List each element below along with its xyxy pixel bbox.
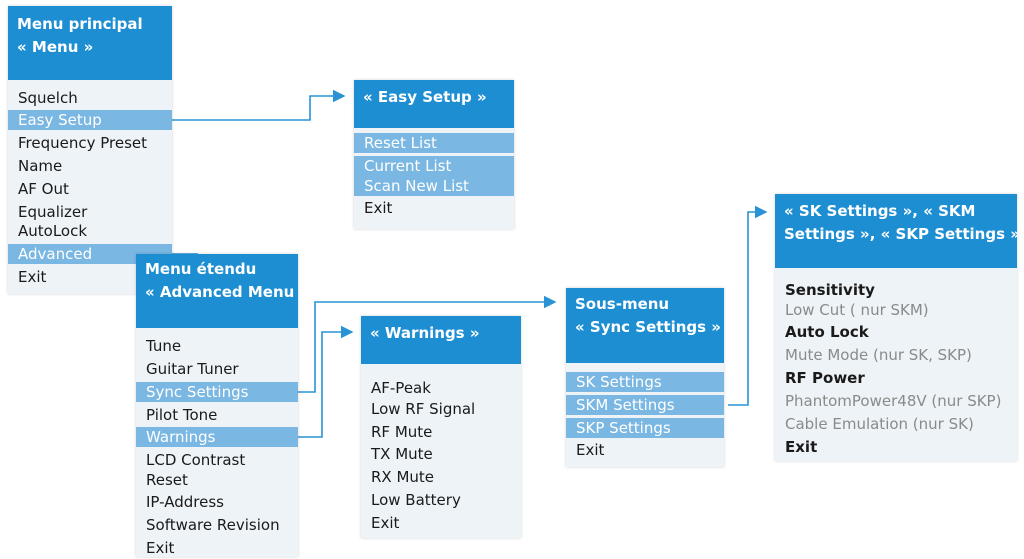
- arrow-easy-setup: [172, 89, 346, 121]
- sk-settings-panel: « SK Settings », « SKM Settings », « SKP…: [775, 194, 1020, 461]
- warnings-item-low-rf-signal[interactable]: Low RF Signal: [371, 400, 476, 418]
- warnings-panel: « Warnings » AF-Peak Low RF Signal RF Mu…: [361, 316, 521, 538]
- easy-setup-item-reset-list[interactable]: Reset List: [354, 133, 514, 153]
- main-menu-item-frequency-preset[interactable]: Frequency Preset: [18, 134, 148, 152]
- main-menu-item-equalizer[interactable]: Equalizer: [18, 203, 88, 221]
- main-menu-item-autolock[interactable]: AutoLock: [18, 222, 88, 240]
- sk-settings-item-auto-lock[interactable]: Auto Lock: [785, 323, 869, 341]
- easy-setup-title: « Easy Setup »: [363, 88, 487, 106]
- sync-settings-subtitle: « Sync Settings »: [575, 318, 722, 336]
- sync-settings-item-skm[interactable]: SKM Settings: [566, 395, 724, 415]
- warnings-header: « Warnings »: [361, 316, 521, 364]
- arrow-warnings: [298, 325, 354, 438]
- warnings-item-exit[interactable]: Exit: [371, 514, 400, 532]
- advanced-menu-item-sync-settings[interactable]: Sync Settings: [136, 382, 298, 402]
- sync-settings-panel: Sous-menu « Sync Settings » SK Settings …: [566, 288, 724, 467]
- sync-settings-item-exit[interactable]: Exit: [576, 441, 605, 459]
- easy-setup-item-scan-new-list[interactable]: Scan New List: [354, 176, 514, 196]
- sk-settings-item-phantom-power[interactable]: PhantomPower48V (nur SKP): [785, 392, 1002, 410]
- sync-settings-item-skp[interactable]: SKP Settings: [566, 418, 724, 438]
- main-menu-item-exit[interactable]: Exit: [18, 268, 47, 286]
- advanced-menu-item-warnings[interactable]: Warnings: [136, 427, 298, 447]
- sk-settings-item-mute-mode[interactable]: Mute Mode (nur SK, SKP): [785, 346, 972, 364]
- advanced-menu-item-tune[interactable]: Tune: [146, 337, 182, 355]
- advanced-menu-item-lcd-contrast[interactable]: LCD Contrast: [146, 451, 246, 469]
- sync-settings-item-sk[interactable]: SK Settings: [566, 372, 724, 392]
- warnings-item-af-peak[interactable]: AF-Peak: [371, 379, 431, 397]
- sk-settings-item-cable-emulation[interactable]: Cable Emulation (nur SK): [785, 415, 974, 433]
- advanced-menu-subtitle: « Advanced Menu »: [145, 283, 310, 301]
- advanced-menu-item-pilot-tone[interactable]: Pilot Tone: [146, 406, 218, 424]
- warnings-item-rx-mute[interactable]: RX Mute: [371, 468, 435, 486]
- main-menu-item-squelch[interactable]: Squelch: [18, 89, 78, 107]
- advanced-menu-panel: Menu étendu « Advanced Menu » Tune Guita…: [136, 254, 310, 557]
- sk-settings-item-sensitivity[interactable]: Sensitivity: [785, 281, 875, 299]
- main-menu-item-easy-setup[interactable]: Easy Setup: [8, 110, 172, 130]
- advanced-menu-item-guitar-tuner[interactable]: Guitar Tuner: [146, 360, 239, 378]
- warnings-title: « Warnings »: [370, 324, 480, 342]
- sk-settings-header: « SK Settings », « SKM Settings », « SKP…: [775, 194, 1020, 268]
- main-menu-header: Menu principal « Menu »: [8, 6, 172, 80]
- warnings-item-rf-mute[interactable]: RF Mute: [371, 423, 433, 441]
- easy-setup-item-current-list[interactable]: Current List: [354, 156, 514, 176]
- warnings-item-low-battery[interactable]: Low Battery: [371, 491, 461, 509]
- warnings-item-tx-mute[interactable]: TX Mute: [371, 445, 433, 463]
- sk-settings-item-rf-power[interactable]: RF Power: [785, 369, 865, 387]
- main-menu-item-name[interactable]: Name: [18, 157, 63, 175]
- sk-settings-subtitle: Settings », « SKP Settings »: [784, 225, 1020, 243]
- main-menu-panel: Menu principal « Menu » Squelch Easy Set…: [8, 6, 172, 294]
- advanced-menu-item-ip-address[interactable]: IP-Address: [146, 493, 224, 511]
- advanced-menu-item-reset[interactable]: Reset: [146, 471, 188, 489]
- arrow-sk-settings: [728, 205, 768, 406]
- main-menu-item-af-out[interactable]: AF Out: [18, 180, 69, 198]
- easy-setup-panel: « Easy Setup » Reset List Current List S…: [354, 80, 514, 229]
- main-menu-item-advanced[interactable]: Advanced: [8, 244, 172, 264]
- sync-settings-title: Sous-menu: [575, 295, 670, 313]
- main-menu-title: Menu principal: [17, 15, 143, 33]
- easy-setup-item-exit[interactable]: Exit: [364, 199, 393, 217]
- advanced-menu-header: Menu étendu « Advanced Menu »: [136, 254, 310, 328]
- sk-settings-item-exit[interactable]: Exit: [785, 438, 818, 456]
- sk-settings-title: « SK Settings », « SKM: [784, 202, 976, 220]
- advanced-menu-item-exit[interactable]: Exit: [146, 539, 175, 557]
- main-menu-subtitle: « Menu »: [17, 38, 94, 56]
- arrow-sync-settings: [298, 295, 557, 393]
- sk-settings-item-low-cut[interactable]: Low Cut ( nur SKM): [785, 301, 929, 319]
- advanced-menu-item-software-revision[interactable]: Software Revision: [146, 516, 280, 534]
- easy-setup-header: « Easy Setup »: [354, 80, 514, 128]
- advanced-menu-title: Menu étendu: [145, 260, 257, 278]
- sync-settings-header: Sous-menu « Sync Settings »: [566, 288, 724, 363]
